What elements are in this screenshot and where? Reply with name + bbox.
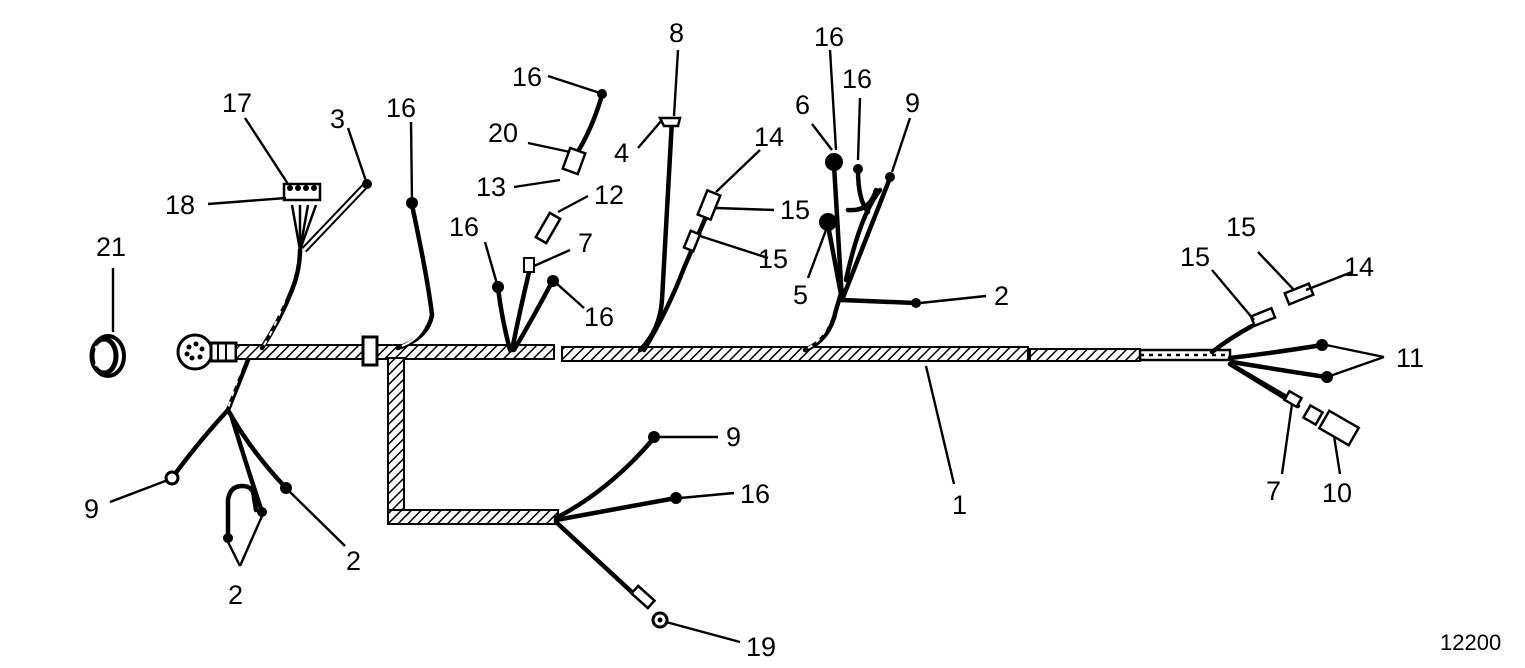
callout-16-top: 16 [512, 62, 542, 92]
callout-14-mid: 14 [754, 122, 784, 152]
branch-lower-end [553, 431, 682, 629]
callout-5: 5 [793, 280, 808, 310]
callout-12: 12 [594, 180, 624, 210]
callout-16-right: 16 [842, 64, 872, 94]
main-harness-trunk [176, 333, 1232, 525]
callout-2-upper: 2 [994, 281, 1009, 311]
loose-terminals [534, 89, 607, 245]
callout-4: 4 [614, 138, 629, 168]
clamp-21 [89, 334, 126, 378]
branch-8 [637, 116, 682, 353]
callout-7-mid: 7 [578, 228, 593, 258]
callout-1: 1 [952, 490, 967, 520]
callout-21: 21 [96, 232, 126, 262]
main-connector [176, 333, 238, 371]
callout-18: 18 [165, 190, 195, 220]
branch-cluster-middle [492, 257, 559, 353]
callout-19: 19 [746, 632, 776, 662]
callout-10: 10 [1322, 478, 1352, 508]
callout-2-left-right: 2 [346, 546, 361, 576]
callout-15-right-b: 15 [1226, 212, 1256, 242]
callout-9-left: 9 [84, 494, 99, 524]
callout-13: 13 [476, 172, 506, 202]
callout-6: 6 [795, 90, 810, 120]
leader-lines [109, 49, 1385, 644]
callout-15-right-a: 15 [1180, 242, 1210, 272]
upper-left-branch [259, 179, 372, 351]
callout-8: 8 [669, 18, 684, 48]
callout-17: 17 [222, 88, 252, 118]
callout-labels: 17 3 18 21 16 16 20 13 12 16 7 16 8 4 14… [84, 18, 1501, 662]
callout-15-upper: 15 [780, 195, 810, 225]
callout-7-right: 7 [1266, 476, 1281, 506]
callout-11: 11 [1396, 343, 1424, 373]
callout-16-left: 16 [386, 93, 416, 123]
branch-14-15 [641, 188, 722, 353]
callout-20: 20 [488, 118, 518, 148]
branch-right-end [1209, 281, 1361, 447]
branch-right-upper [802, 153, 921, 353]
callout-3: 3 [330, 104, 345, 134]
left-lower-branch [164, 357, 292, 543]
callout-2-left-bottom: 2 [228, 580, 243, 610]
callout-9-lower: 9 [726, 422, 741, 452]
callout-16-cluster: 16 [584, 302, 614, 332]
callout-16-mid: 16 [449, 212, 479, 242]
branch-16-left [395, 197, 435, 351]
callout-16-right-top: 16 [814, 22, 844, 52]
callout-16-lower: 16 [740, 479, 770, 509]
callout-15-lower: 15 [758, 244, 788, 274]
figure-code: 12200 [1440, 630, 1501, 655]
callout-14-right: 14 [1344, 252, 1374, 282]
callout-9-upper: 9 [905, 88, 920, 118]
